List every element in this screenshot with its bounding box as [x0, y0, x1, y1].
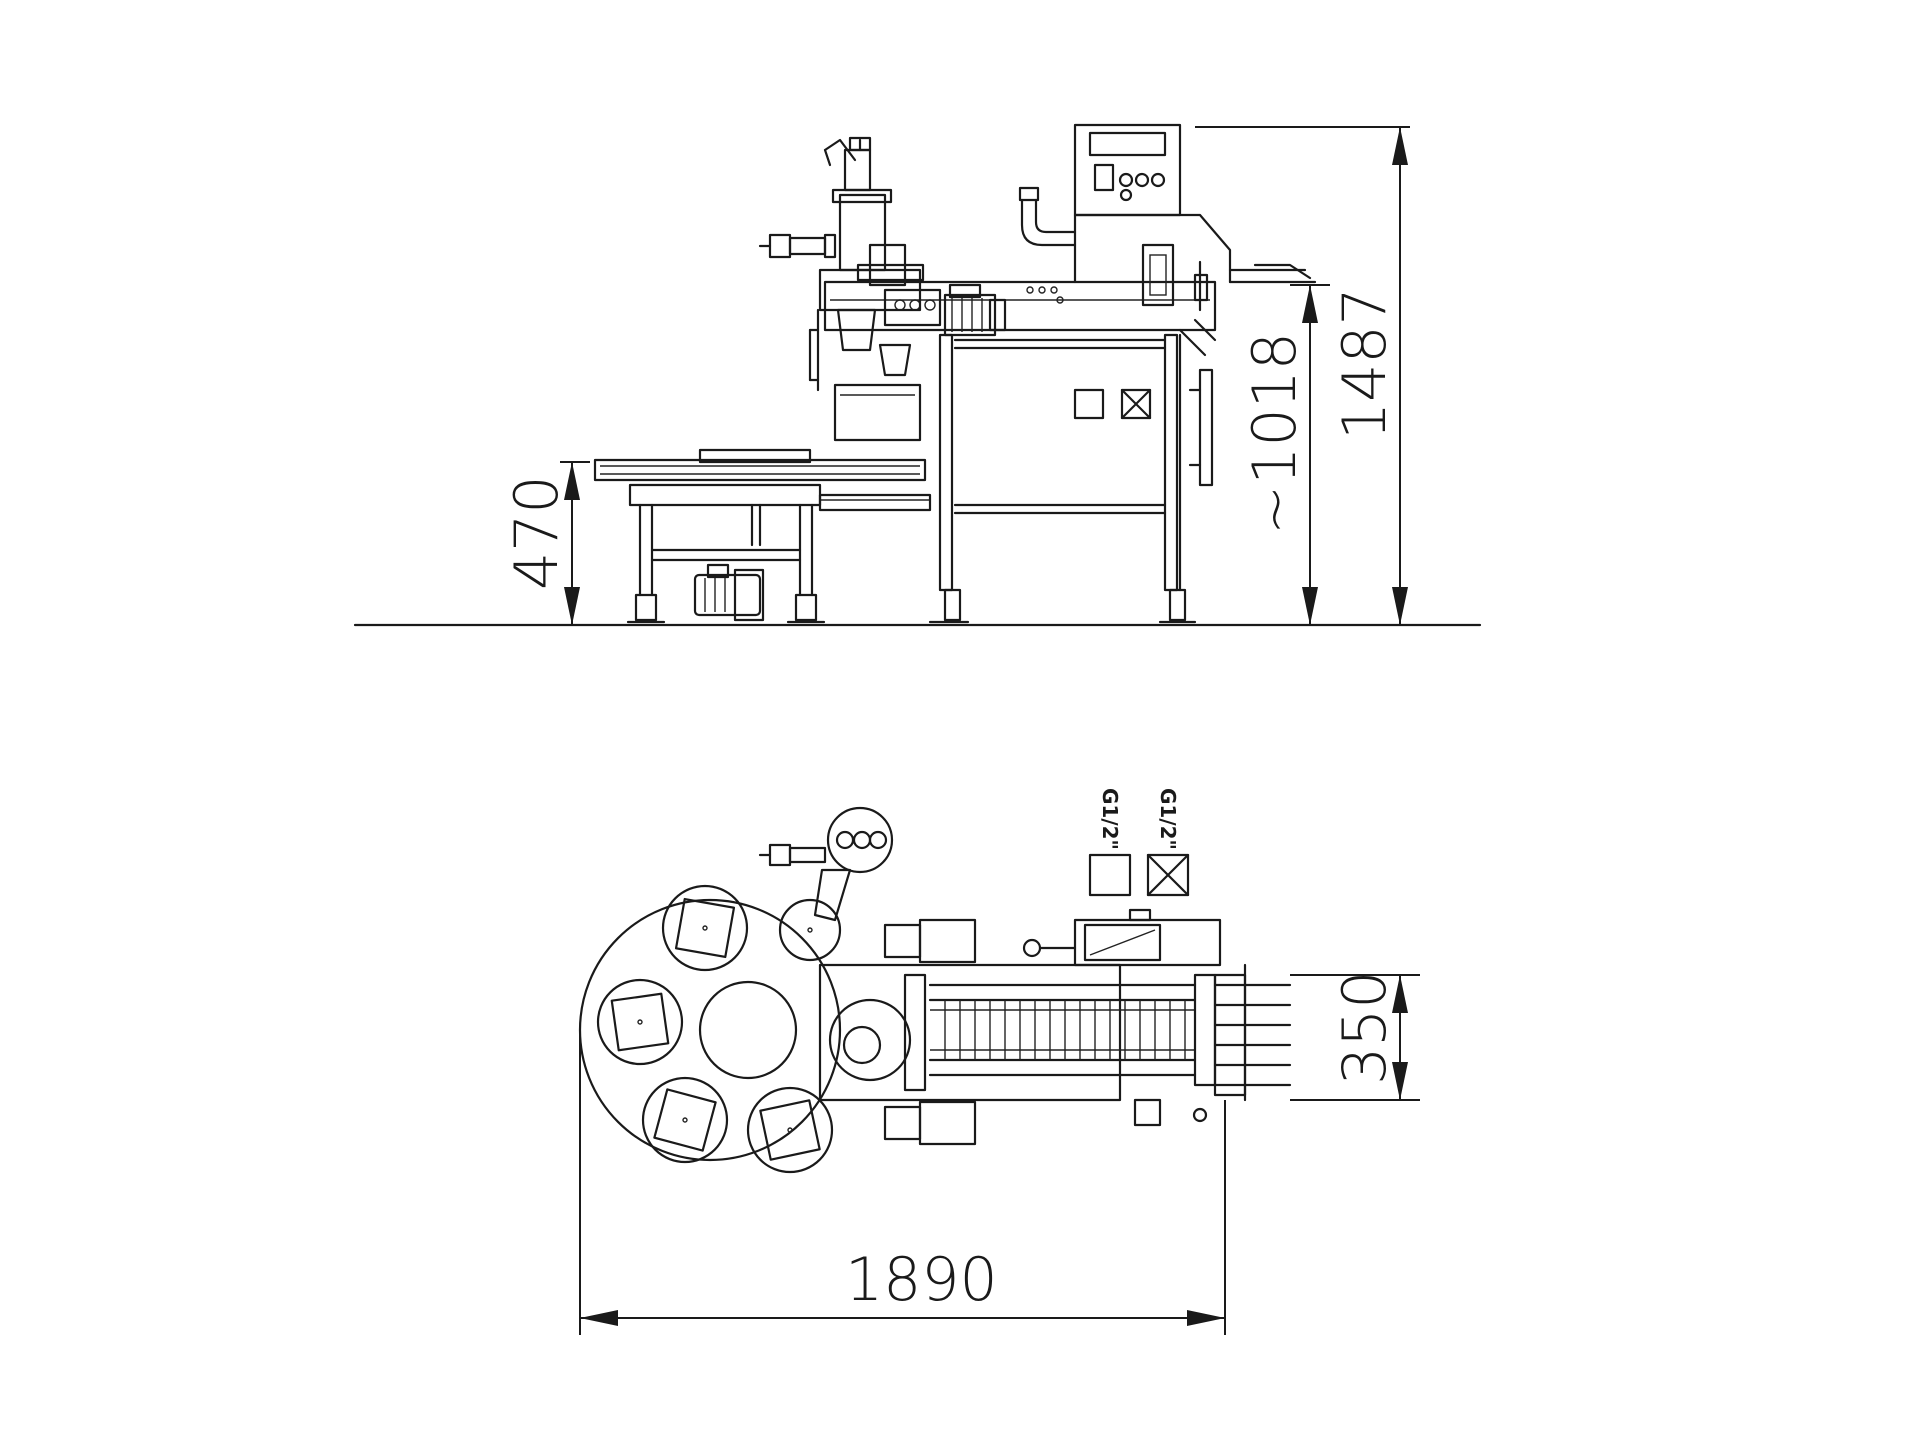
plan-view: G1/2" G1/2" 350 1890	[578, 788, 1420, 1335]
conveyor-housing	[823, 213, 1317, 357]
turntable-stand	[626, 483, 826, 624]
mold-5	[778, 898, 842, 962]
plan-conveyor	[818, 908, 1292, 1146]
plan-valve-assembly	[758, 806, 894, 922]
water-outlet-label: G1/2"	[1156, 788, 1180, 850]
mold-3	[641, 1076, 729, 1164]
control-enclosure	[1141, 243, 1175, 307]
turntable-hub	[698, 980, 798, 1080]
frame-box-plain	[1073, 388, 1105, 420]
turntable-motor	[693, 563, 765, 622]
frame-box-crossed	[1120, 388, 1152, 420]
turntable-top	[593, 448, 932, 512]
dim-label-overall-length: 1890	[845, 1245, 998, 1315]
dim-conveyor-width: 350	[1290, 970, 1420, 1101]
control-panel	[1073, 123, 1182, 217]
dim-overall-height: 1487	[1195, 126, 1410, 625]
gauge-icon	[826, 806, 894, 874]
conveyor-slats	[944, 1000, 1186, 1060]
dim-label-table-height: ~1018	[1240, 332, 1310, 535]
frame-handle	[1198, 368, 1214, 487]
drive-block	[856, 243, 942, 327]
dim-label-turntable-height: 470	[502, 475, 572, 590]
water-connections: G1/2" G1/2"	[1088, 788, 1190, 897]
side-valve	[758, 233, 837, 259]
water-outlet-box	[1146, 853, 1190, 897]
plan-control-unit	[1073, 918, 1222, 967]
dim-table-height: ~1018	[1240, 284, 1330, 625]
feed-column	[808, 136, 922, 442]
display-screen	[1088, 131, 1167, 157]
panel-button-3	[1150, 172, 1166, 188]
water-inlet-label: G1/2"	[1098, 788, 1122, 850]
outlet-pipe	[1018, 186, 1077, 247]
dim-overall-length: 1890	[579, 1030, 1226, 1335]
plan-motor-top	[918, 918, 977, 964]
panel-button-2	[1134, 172, 1150, 188]
panel-button-1	[1118, 172, 1134, 188]
mold-4	[746, 1086, 834, 1174]
conveyor-motor	[943, 283, 1007, 337]
dim-label-conveyor-width: 350	[1330, 970, 1400, 1085]
mold-2	[596, 978, 684, 1066]
side-elevation-view: 1487 ~1018 470	[353, 123, 1482, 627]
plan-motor-bottom	[918, 1100, 977, 1146]
dim-label-overall-height: 1487	[1330, 287, 1400, 440]
water-inlet-box	[1088, 853, 1132, 897]
main-frame	[928, 333, 1214, 624]
dim-turntable-height: 470	[502, 461, 590, 625]
mold-1	[661, 884, 749, 972]
